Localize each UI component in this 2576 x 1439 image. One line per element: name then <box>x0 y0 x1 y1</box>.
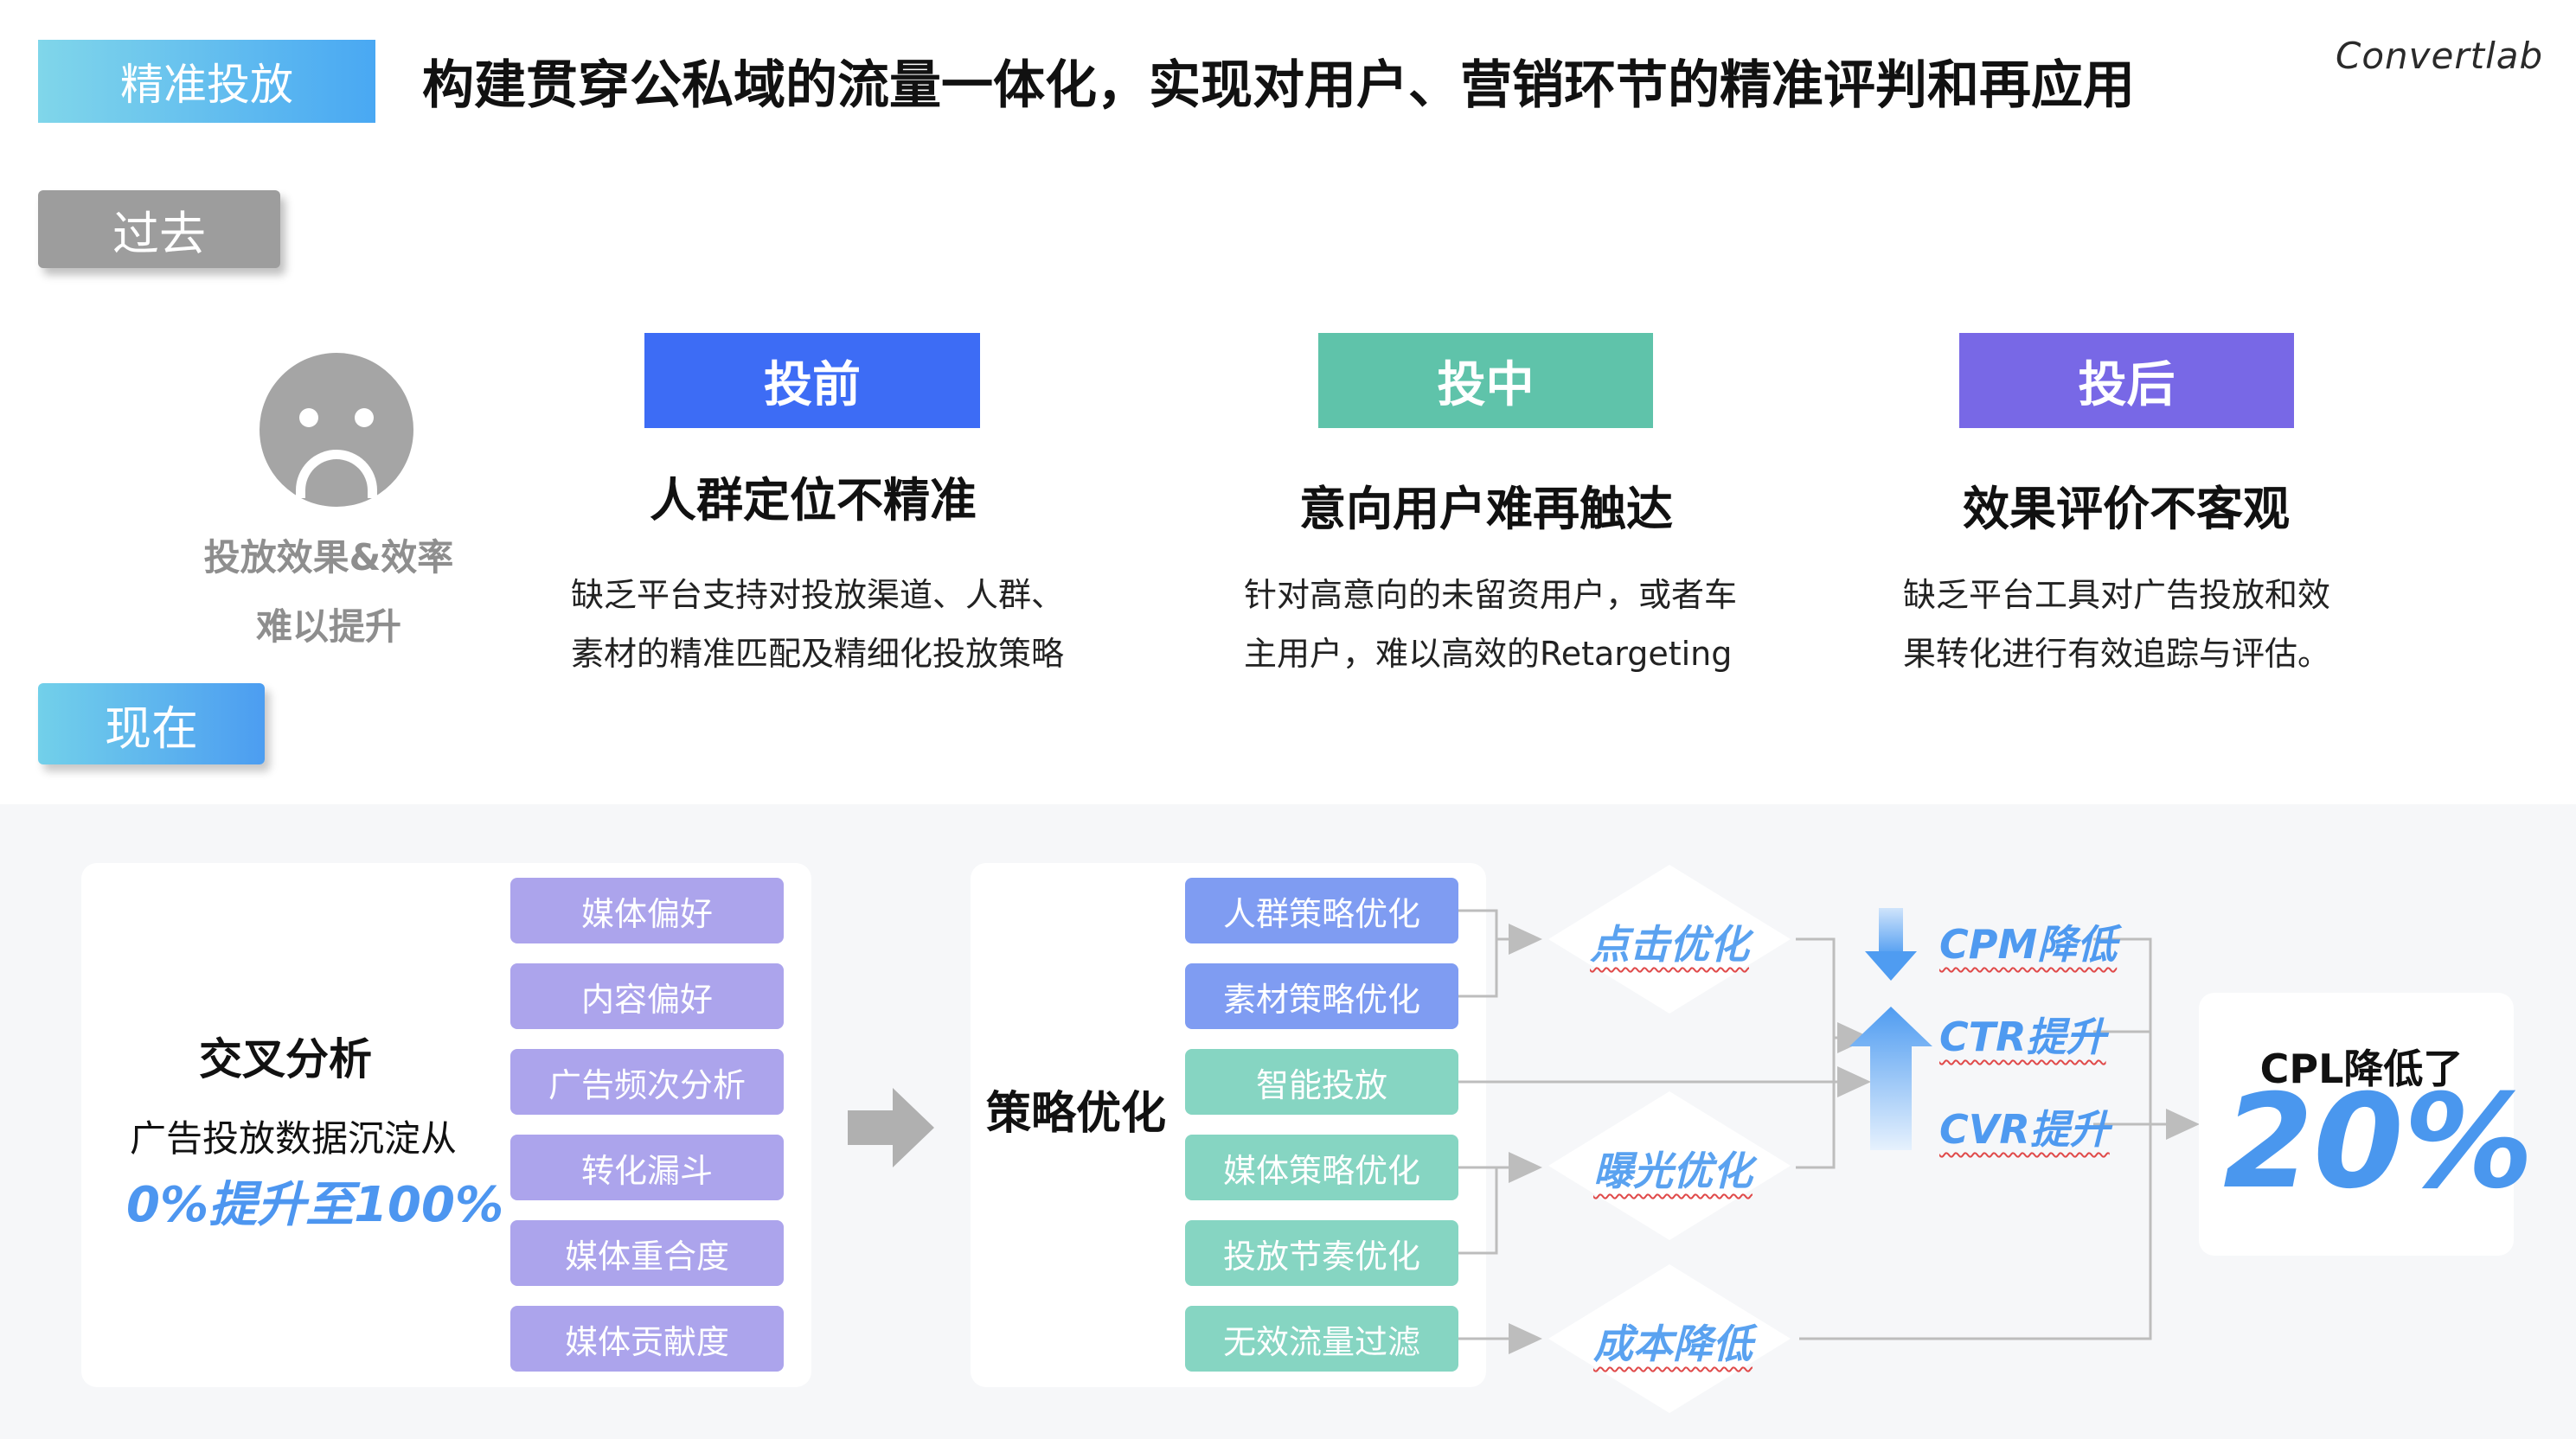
strategy-item: 素材策略优化 <box>1185 963 1458 1029</box>
strategy-item: 媒体策略优化 <box>1185 1135 1458 1200</box>
sad-face-icon <box>260 353 413 507</box>
phase-title-after: 效果评价不客观 <box>1963 482 2290 536</box>
past-label: 过去 <box>38 190 280 268</box>
arrow-right-icon <box>848 1088 934 1167</box>
kpi-cvr: CVR提升 <box>1939 1106 2110 1153</box>
cross-item: 媒体重合度 <box>510 1220 784 1286</box>
brand-logo: Convertlab <box>2336 35 2544 77</box>
cross-item: 媒体偏好 <box>510 878 784 943</box>
cross-item: 转化漏斗 <box>510 1135 784 1200</box>
face-caption-line1: 投放效果&效率 <box>203 536 454 579</box>
strategy-item: 无效流量过滤 <box>1185 1306 1458 1372</box>
phase-tag-before: 投前 <box>644 333 980 428</box>
phase-tag-during: 投中 <box>1318 333 1653 428</box>
result-value: 20% <box>2223 1067 2534 1218</box>
strategy-title: 策略优化 <box>986 1088 1167 1140</box>
phase-desc-before-2: 素材的精准匹配及精细化投放策略 <box>571 635 1065 673</box>
arrow-up-icon <box>1849 1007 1932 1150</box>
phase-desc-after-1: 缺乏平台工具对广告投放和效 <box>1903 576 2331 614</box>
page-title: 构建贯穿公私域的流量一体化，实现对用户、营销环节的精准评判和再应用 <box>422 55 2135 116</box>
kpi-ctr: CTR提升 <box>1939 1014 2106 1060</box>
opt-cost: 成本降低 <box>1593 1321 1753 1367</box>
cross-analysis-card <box>81 863 811 1387</box>
now-label: 现在 <box>38 683 265 764</box>
cross-item: 广告频次分析 <box>510 1049 784 1115</box>
cross-item: 媒体贡献度 <box>510 1306 784 1372</box>
opt-click: 点击优化 <box>1590 921 1749 968</box>
phase-desc-before-1: 缺乏平台支持对投放渠道、人群、 <box>571 576 1065 614</box>
strategy-card <box>971 863 1486 1387</box>
cross-analysis-highlight: 0%提升至100% <box>126 1177 504 1233</box>
strategy-item: 人群策略优化 <box>1185 878 1458 943</box>
result-card <box>2199 993 2514 1256</box>
phase-title-before: 人群定位不精准 <box>650 473 977 528</box>
phase-desc-during-2: 主用户，难以高效的Retargeting <box>1244 635 1733 673</box>
phase-title-during: 意向用户难再触达 <box>1299 482 1673 536</box>
strategy-item: 投放节奏优化 <box>1185 1220 1458 1286</box>
phase-desc-during-1: 针对高意向的未留资用户，或者车 <box>1244 576 1738 614</box>
face-caption-line2: 难以提升 <box>255 605 401 648</box>
face-caption: 投放效果&效率 难以提升 <box>173 523 484 662</box>
arrow-down-icon <box>1865 908 1917 981</box>
phase-desc-after-2: 果转化进行有效追踪与评估。 <box>1903 635 2331 673</box>
cross-analysis-title: 交叉分析 <box>199 1034 372 1084</box>
phase-tag-after: 投后 <box>1959 333 2294 428</box>
opt-exposure: 曝光优化 <box>1593 1148 1753 1194</box>
strategy-item: 智能投放 <box>1185 1049 1458 1115</box>
section-tag: 精准投放 <box>38 40 375 123</box>
cross-item: 内容偏好 <box>510 963 784 1029</box>
cross-analysis-subtitle: 广告投放数据沉淀从 <box>130 1117 458 1160</box>
kpi-cpm: CPM降低 <box>1939 921 2118 968</box>
result-title: CPL降低了 <box>2259 1046 2464 1092</box>
